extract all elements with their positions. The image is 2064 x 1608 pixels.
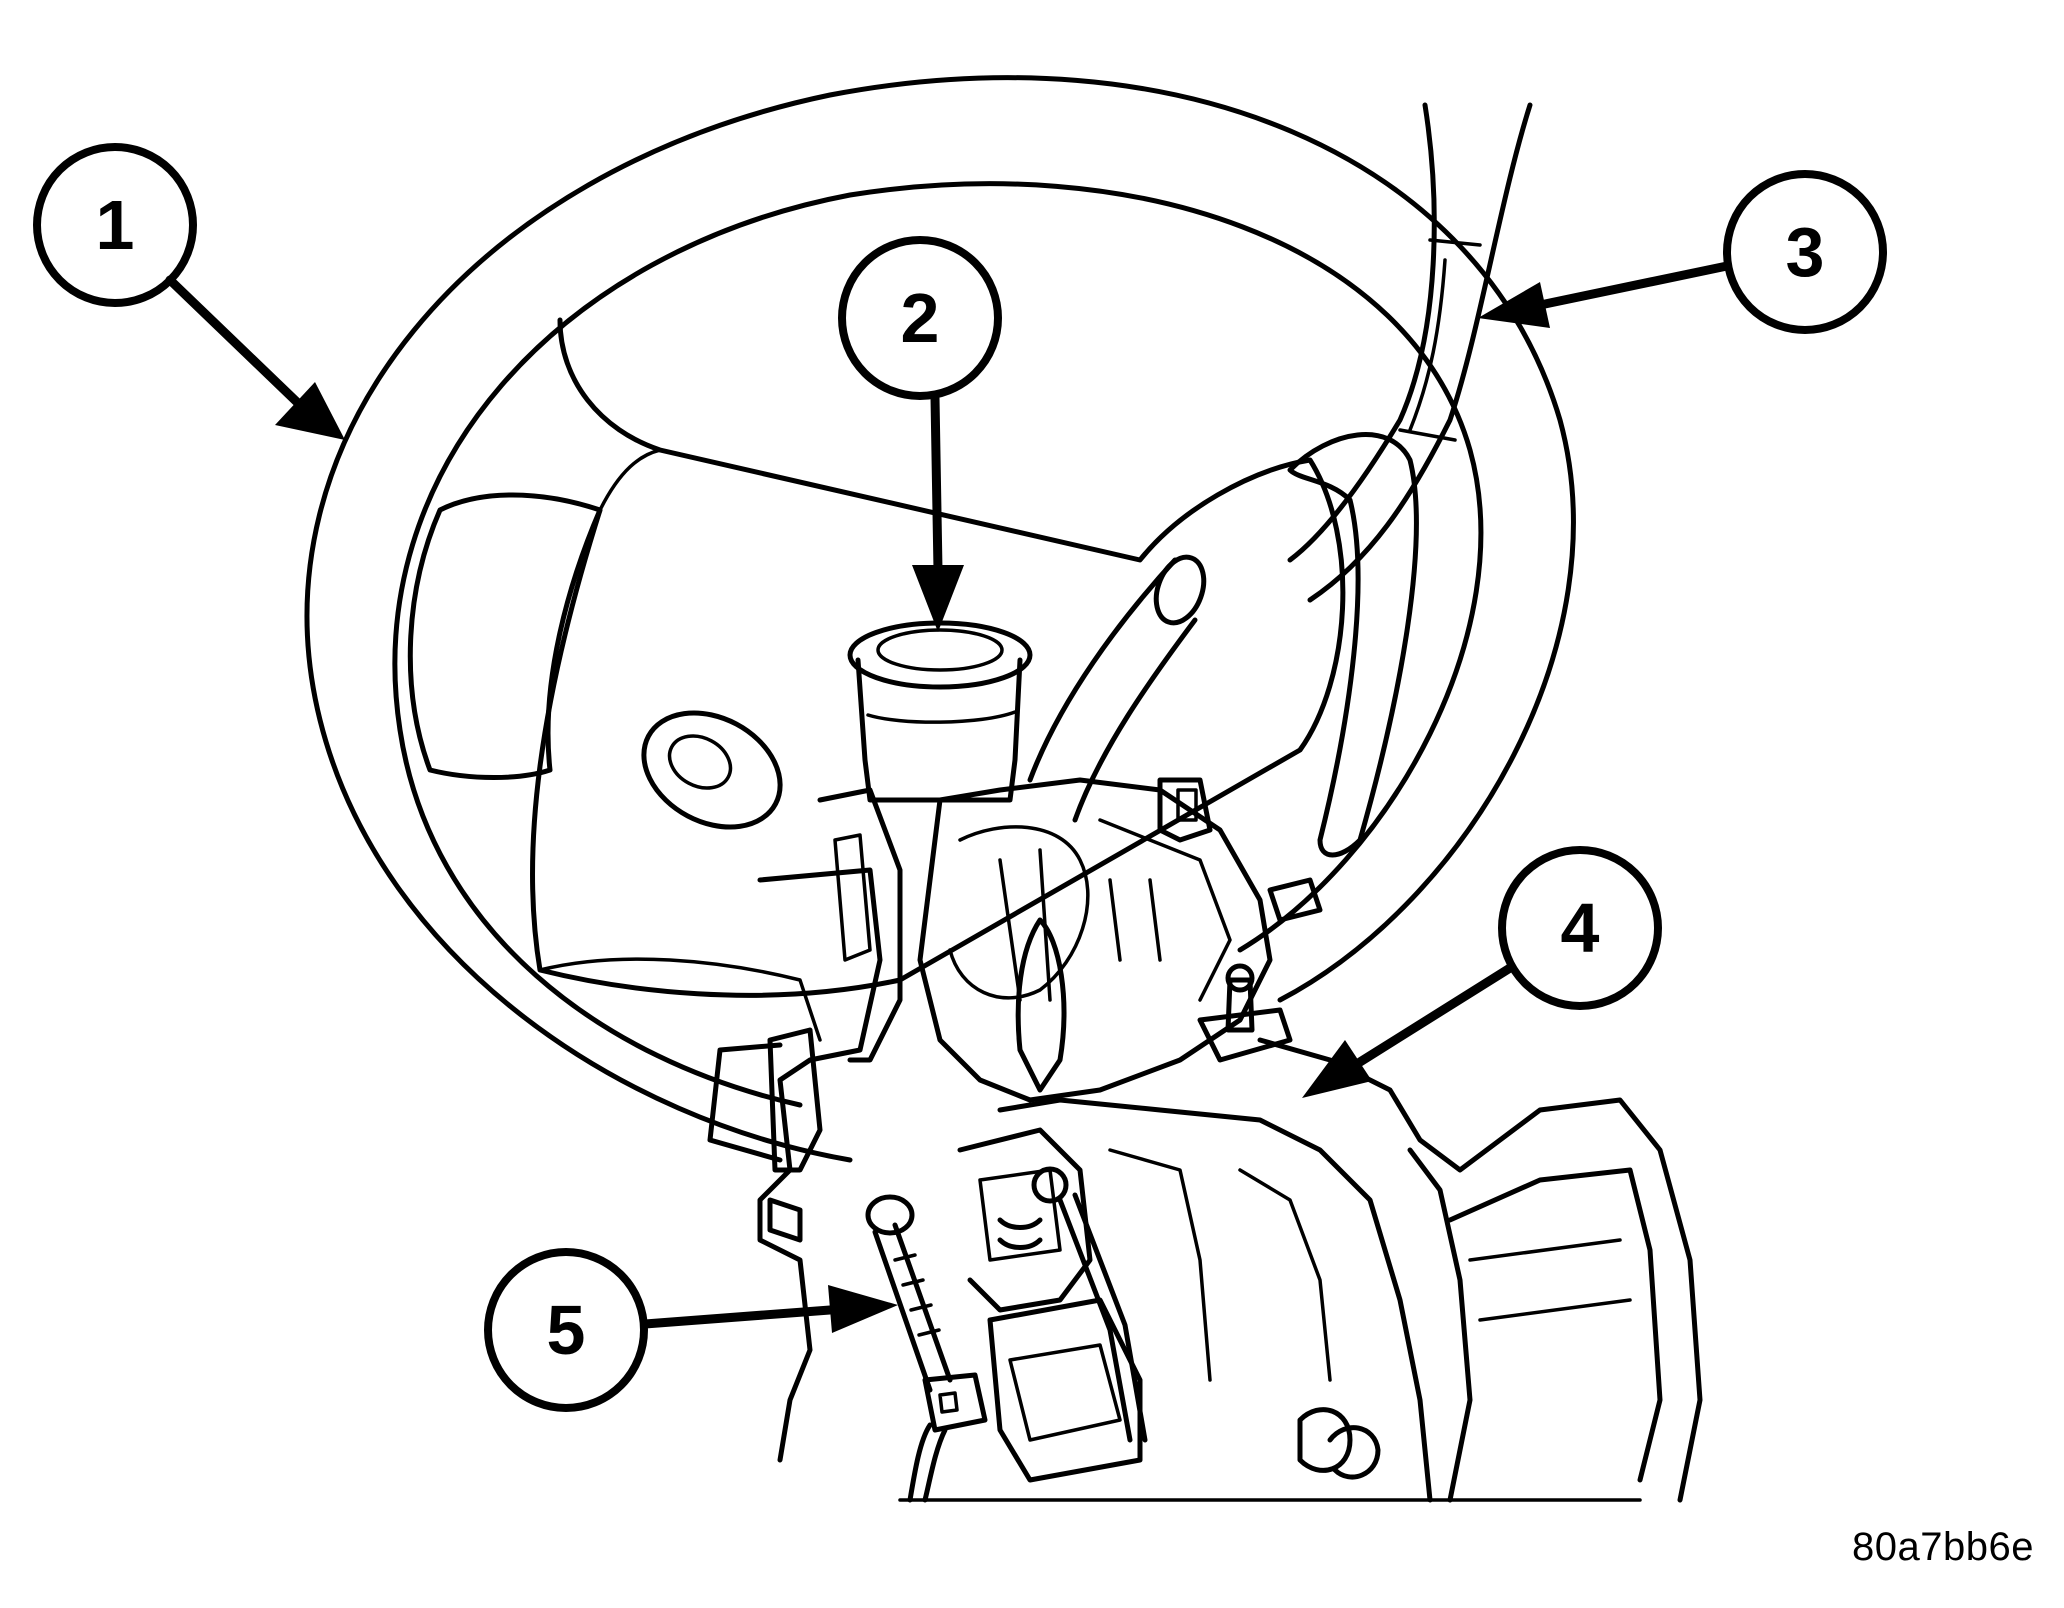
right-mount-tab bbox=[1157, 777, 1213, 843]
steering-wheel bbox=[304, 75, 1576, 1163]
wire-lead-left bbox=[1287, 102, 1437, 563]
lock-cylinder-ring bbox=[866, 710, 1017, 724]
shaft-clip bbox=[922, 1372, 988, 1433]
callout-3-arrowhead bbox=[1478, 282, 1550, 328]
column-lower-knob bbox=[1297, 1407, 1353, 1473]
figure-id: 80a7bb6e bbox=[1852, 1525, 2034, 1569]
clockspring-wire-lead bbox=[1027, 102, 1533, 823]
switch-tang bbox=[1015, 917, 1067, 1093]
lower-plate bbox=[987, 1297, 1143, 1483]
callout-5-label: 5 bbox=[547, 1291, 586, 1369]
callout-5-leader bbox=[640, 1305, 835, 1329]
lock-cylinder-bore bbox=[876, 628, 1004, 672]
shaft-clip-slot bbox=[938, 1391, 959, 1414]
wheel-lower-spoke bbox=[538, 957, 822, 1042]
left-bracket bbox=[817, 787, 903, 1063]
callout-3-leader bbox=[1540, 261, 1732, 309]
callout-1: 1 bbox=[33, 143, 345, 440]
lock-cylinder-rim bbox=[847, 620, 1033, 690]
shaft-wire bbox=[907, 1422, 948, 1503]
wheel-rim-outer bbox=[304, 75, 1576, 1163]
callout-2: 2 bbox=[838, 236, 1002, 632]
callout-2-leader bbox=[930, 393, 943, 575]
callout-1-label: 1 bbox=[96, 186, 135, 264]
hub-boss-outer bbox=[641, 710, 783, 830]
column-end-inner bbox=[1468, 1238, 1632, 1322]
wheel-right-bracket bbox=[1287, 432, 1419, 858]
column-left-block bbox=[767, 1027, 823, 1173]
right-arm bbox=[1197, 1007, 1293, 1063]
callout-2-circle bbox=[838, 236, 1002, 400]
lower-pivot-spring bbox=[997, 1217, 1043, 1250]
callout-5-arrowhead bbox=[828, 1285, 898, 1333]
wheel-rim-inner bbox=[392, 181, 1484, 1108]
callout-5: 5 bbox=[484, 1248, 898, 1412]
callout-1-arrowhead bbox=[275, 382, 345, 440]
wheel-left-spoke bbox=[407, 492, 603, 780]
shift-cable-linkage bbox=[865, 1127, 1148, 1503]
callout-4-leader bbox=[1355, 963, 1515, 1067]
steering-column-body bbox=[898, 1037, 1703, 1503]
ignition-lock-cylinder bbox=[847, 620, 1033, 803]
steering-column-mechanism bbox=[707, 777, 1323, 1463]
callout-1-leader bbox=[165, 275, 305, 410]
switch-inner-1 bbox=[948, 825, 1090, 1000]
callout-3-label: 3 bbox=[1786, 213, 1825, 291]
lower-bracket-detail bbox=[978, 1168, 1062, 1262]
column-tube bbox=[997, 1097, 1433, 1503]
shaft-rod bbox=[872, 1222, 953, 1393]
column-shroud-face bbox=[1407, 1147, 1473, 1503]
wheel-hub-edge bbox=[598, 448, 662, 512]
callout-2-label: 2 bbox=[901, 279, 940, 357]
column-lower-knob-2 bbox=[1327, 1425, 1381, 1480]
callout-4: 4 bbox=[1302, 846, 1662, 1098]
shaft-rod-thread bbox=[893, 1253, 941, 1337]
right-mount-slot bbox=[1176, 788, 1198, 822]
hub-boss-inner bbox=[667, 734, 733, 790]
wire-lead-band bbox=[1398, 238, 1482, 442]
callout-4-arrowhead bbox=[1302, 1040, 1372, 1098]
switch-inner-3 bbox=[998, 848, 1162, 1002]
wire-to-column bbox=[1027, 557, 1198, 823]
callout-1-circle bbox=[33, 143, 197, 307]
column-tube-detail-1 bbox=[1108, 1148, 1212, 1382]
column-end-box bbox=[1447, 1167, 1663, 1483]
callout-4-label: 4 bbox=[1561, 889, 1600, 967]
left-lower-tab bbox=[767, 1197, 803, 1243]
lower-pivot bbox=[1031, 1166, 1069, 1204]
turn-signal-stalk-mount bbox=[707, 1042, 783, 1163]
callout-5-circle bbox=[484, 1248, 648, 1412]
switch-inner-2 bbox=[1098, 818, 1232, 1002]
lower-bracket bbox=[957, 1127, 1093, 1313]
callout-3: 3 bbox=[1478, 170, 1887, 334]
shaft-end-eye bbox=[865, 1194, 915, 1236]
wheel-hub-cover bbox=[530, 317, 1346, 998]
left-bracket-detail bbox=[833, 833, 872, 962]
column-left-housing bbox=[757, 867, 883, 1463]
column-shroud-top bbox=[1257, 1037, 1703, 1503]
wire-lead-shade bbox=[1408, 258, 1447, 432]
callout-2-arrowhead bbox=[912, 565, 964, 632]
right-stud bbox=[1225, 977, 1255, 1033]
lower-chain-rod bbox=[1057, 1192, 1148, 1443]
column-tube-detail-2 bbox=[1238, 1168, 1332, 1382]
wire-lead-right bbox=[1307, 102, 1533, 603]
callout-4-circle bbox=[1498, 846, 1662, 1010]
callout-3-circle bbox=[1723, 170, 1887, 334]
right-stud-cap bbox=[1225, 963, 1255, 993]
lower-plate-detail bbox=[1008, 1343, 1122, 1442]
right-lug bbox=[1267, 877, 1323, 923]
wire-grommet bbox=[1153, 554, 1207, 626]
